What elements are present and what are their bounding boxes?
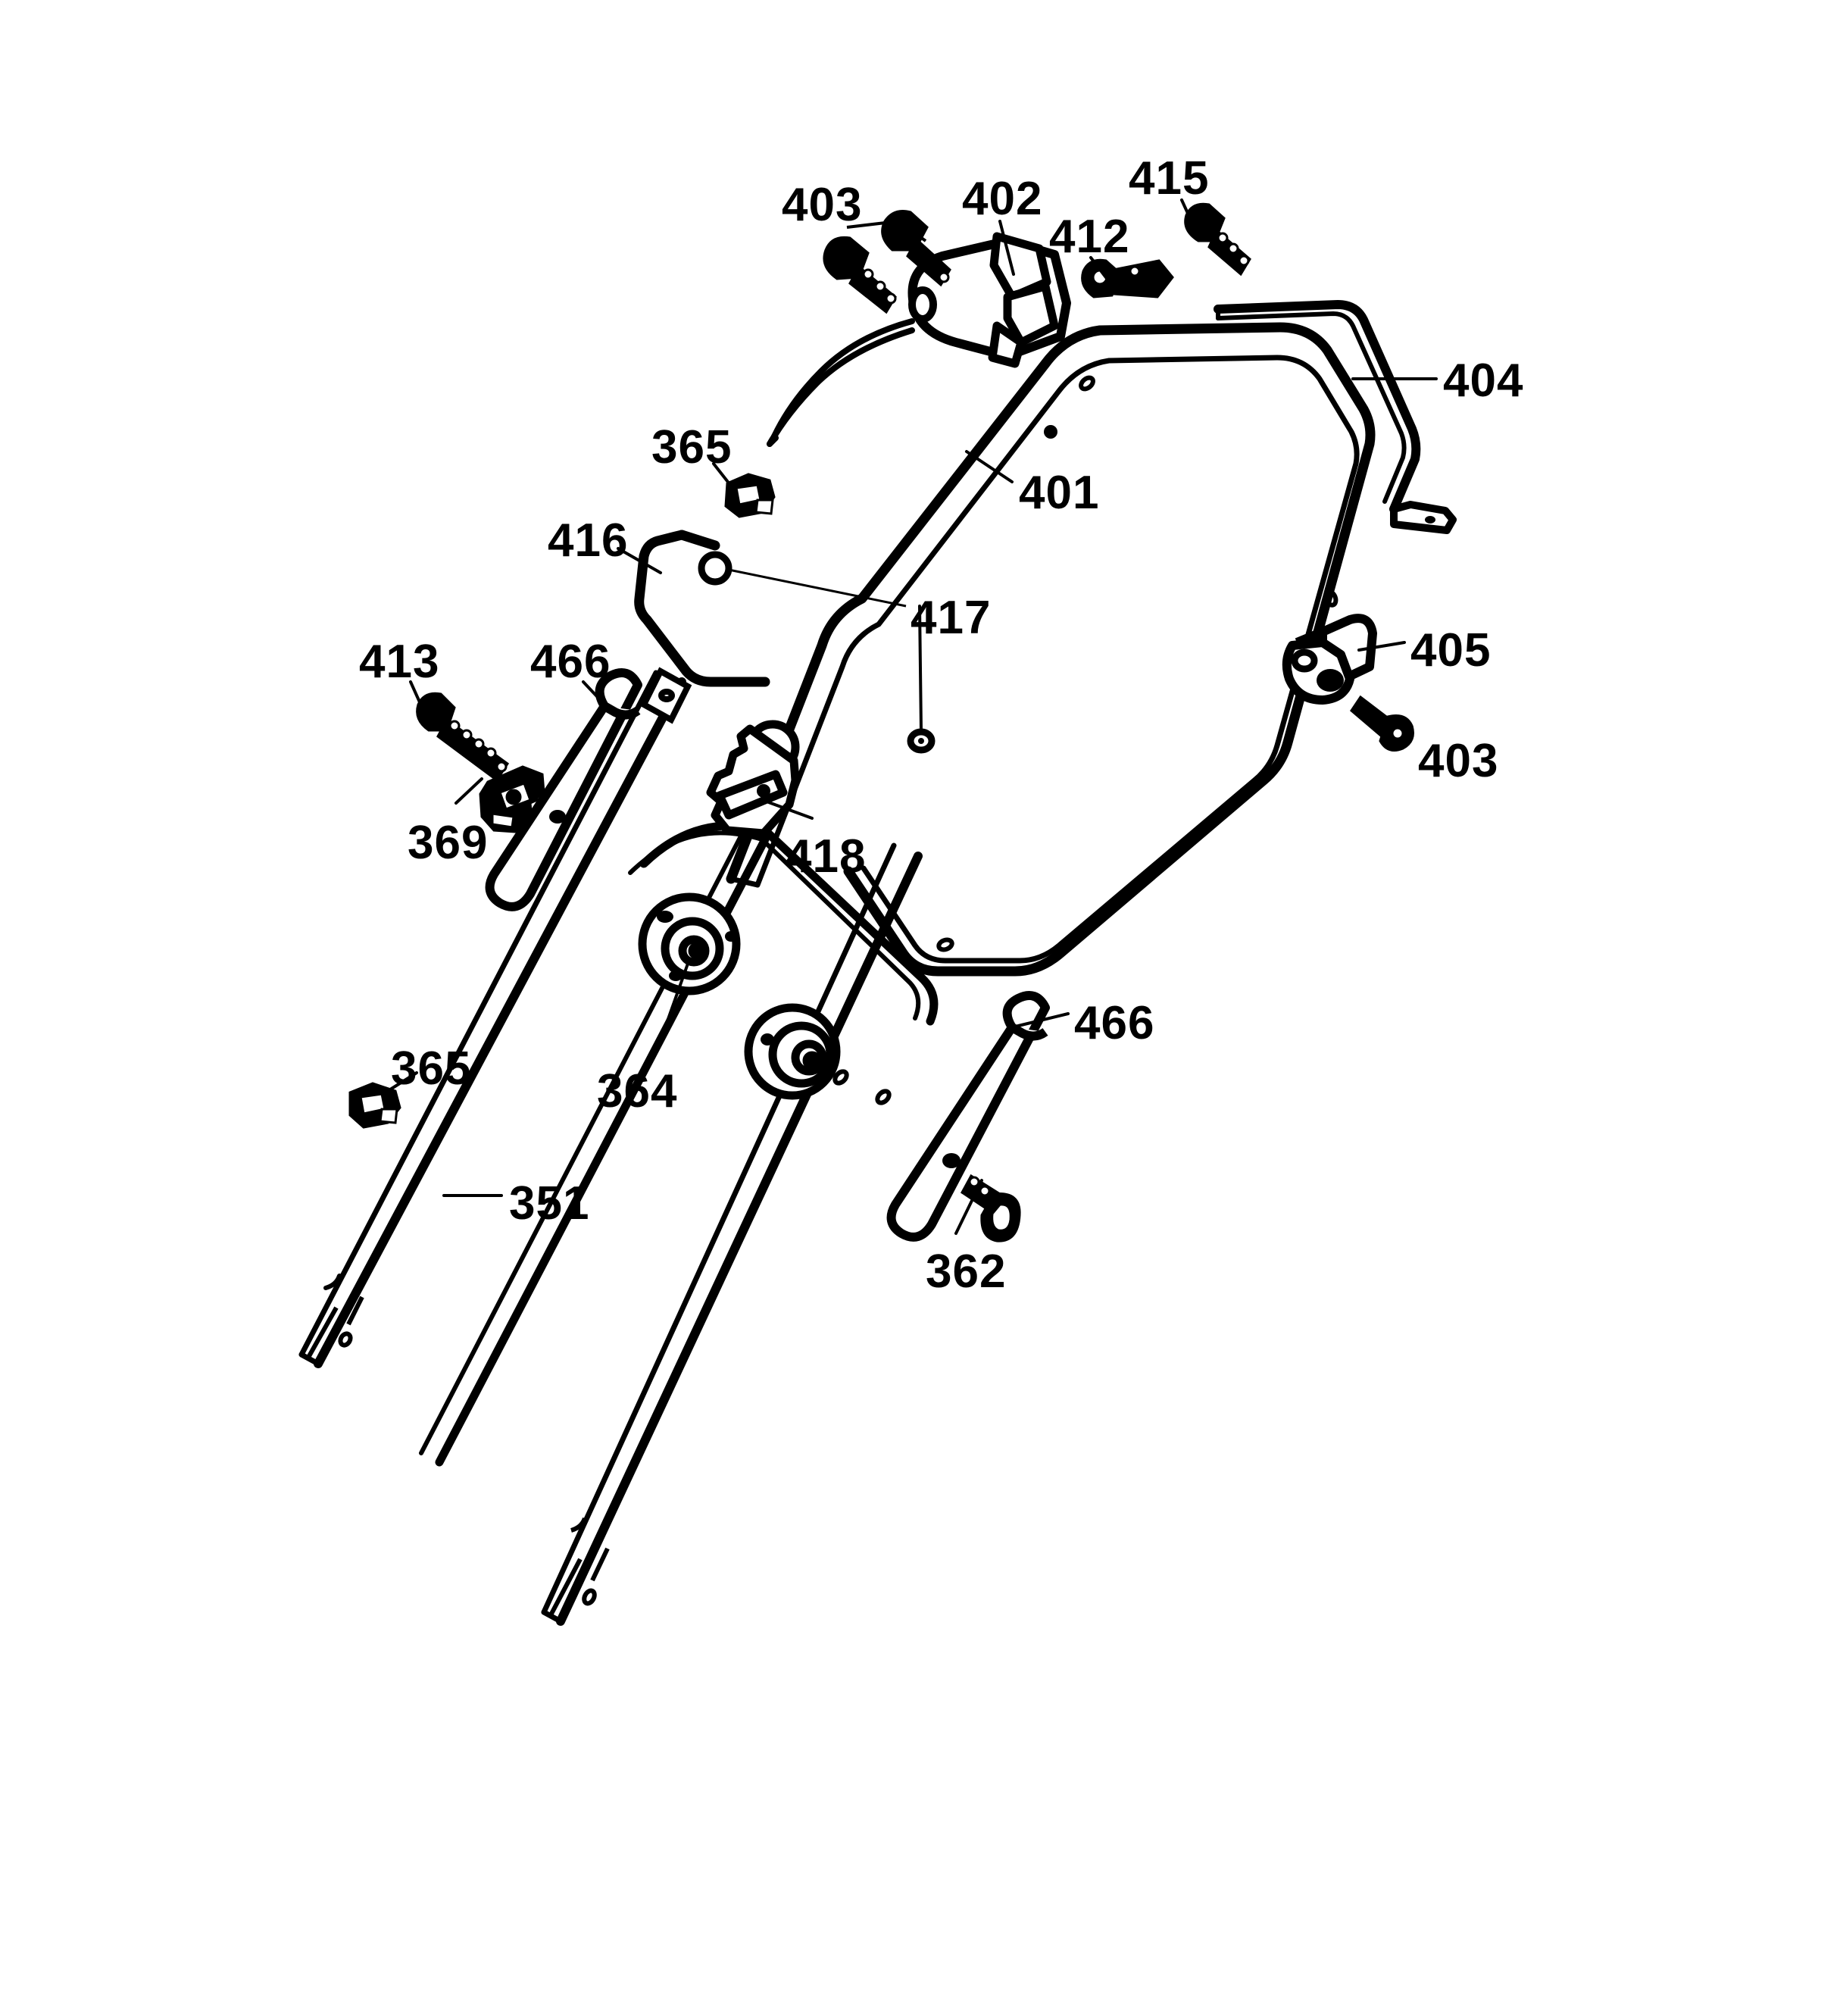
part-466-handle-grip-right: [886, 991, 1050, 1242]
part-403-leader-bracket: [846, 219, 927, 242]
part-413-bolt: [416, 692, 510, 783]
part-351-left-bar-slot: [307, 1296, 364, 1358]
callout-415: 415: [1129, 152, 1210, 205]
callout-351: 351: [509, 1177, 590, 1230]
callout-403-upper: 403: [782, 179, 863, 231]
callout-413: 413: [359, 636, 440, 688]
callout-364: 364: [597, 1065, 678, 1117]
part-351-lower-handle-bar-left: [298, 670, 686, 1368]
callout-402: 402: [962, 173, 1043, 225]
part-362-knob-bolt: [961, 1174, 1021, 1242]
part-364-height-adjust-cam-upper: [638, 892, 741, 995]
part-402-grommet: [908, 286, 937, 323]
callout-leader-lines: [386, 198, 1438, 1235]
callout-365-upper: 365: [651, 421, 733, 474]
part-403-screw-upper-a: [823, 236, 897, 314]
callout-417: 417: [911, 592, 992, 644]
part-466-grip-nub-left: [549, 810, 566, 824]
part-418-latch-pin: [757, 784, 770, 798]
part-417-rivet: [907, 728, 936, 754]
part-402-wire-leads: [767, 318, 915, 447]
part-466-grip-nub-right: [942, 1153, 961, 1168]
part-405-hole-upper: [1291, 649, 1318, 673]
callout-404: 404: [1443, 355, 1524, 407]
callout-405: 405: [1410, 624, 1492, 677]
part-351-lower-handle-bar-right: [541, 842, 923, 1626]
callout-369: 369: [408, 817, 489, 869]
part-365-cable-clip-upper: [724, 473, 776, 518]
part-417-leader-line-a: [728, 568, 907, 608]
part-404-tab-hole: [1425, 516, 1435, 524]
part-351-right-bar-slot: [549, 1517, 610, 1615]
callout-365-lower: 365: [391, 1042, 472, 1095]
part-416-handle-bracket: [634, 530, 770, 687]
callout-418: 418: [786, 830, 867, 883]
part-364-height-adjust-cam-lower: [744, 1003, 841, 1100]
callout-466-lower: 466: [1074, 997, 1155, 1049]
part-412-cable-clamp: [1081, 258, 1174, 298]
part-351-left-bar-joint: [639, 667, 692, 724]
callout-401: 401: [1019, 467, 1100, 519]
part-405-hole-lower: [1317, 669, 1344, 692]
callout-412: 412: [1049, 211, 1130, 263]
callout-466-upper: 466: [530, 636, 611, 688]
callout-403-lower: 403: [1418, 735, 1499, 787]
part-416-bracket-hole: [698, 551, 733, 586]
part-418-cable-latch: [706, 720, 800, 838]
part-404-end-tab: [1390, 501, 1457, 534]
part-401-mounting-holes: [936, 375, 1339, 952]
callout-362: 362: [926, 1246, 1007, 1298]
part-402-switch-detail: [988, 232, 1059, 368]
part-365-cable-clip-lower: [348, 1082, 401, 1129]
callout-416: 416: [548, 514, 629, 567]
part-401-rivet-dot: [1044, 425, 1057, 439]
part-415-screw: [1184, 202, 1251, 277]
